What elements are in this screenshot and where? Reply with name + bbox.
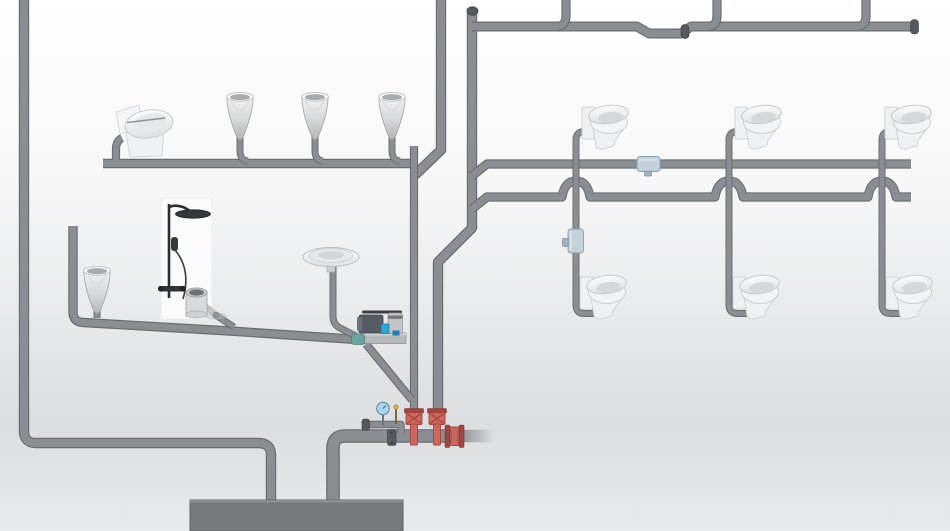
shower-valve-bar <box>158 286 186 292</box>
booster-pump-unit <box>351 310 407 345</box>
floor-toilet <box>115 104 174 158</box>
right-upper-branch-pipe <box>469 159 911 180</box>
shower-hose <box>174 249 187 300</box>
top-main-pipe <box>472 0 914 39</box>
shower-column <box>158 204 211 300</box>
upper-left-branch-pipe <box>103 130 414 169</box>
stub-end-cap <box>361 418 370 431</box>
storage-tank <box>189 499 404 531</box>
pump-motor <box>358 314 384 334</box>
center-risers <box>409 0 478 412</box>
riser-top-cap <box>466 6 479 16</box>
blue-inline-fitting <box>636 156 661 177</box>
pump-accent-2 <box>392 330 400 336</box>
main-end-cap <box>910 19 919 35</box>
misc-connections <box>212 266 416 433</box>
red-flanged-valve-2 <box>427 408 447 446</box>
hand-shower <box>171 237 178 251</box>
pump-inlet-coupling <box>351 333 365 345</box>
suction-line-fittings <box>361 401 465 448</box>
red-inline-valve <box>444 424 465 448</box>
main-jog-coupling <box>680 24 690 39</box>
round-basin <box>302 247 360 273</box>
pump-accent-1 <box>380 323 390 334</box>
red-flanged-valve-1 <box>404 408 424 446</box>
rain-shower-head <box>175 209 211 219</box>
main-flange-coupling <box>387 429 397 446</box>
pipe-network <box>18 0 914 503</box>
left-riser-to-tank-pipe <box>18 0 277 503</box>
floor-drain-trap <box>185 287 227 320</box>
blue-riser-valve <box>562 228 584 254</box>
